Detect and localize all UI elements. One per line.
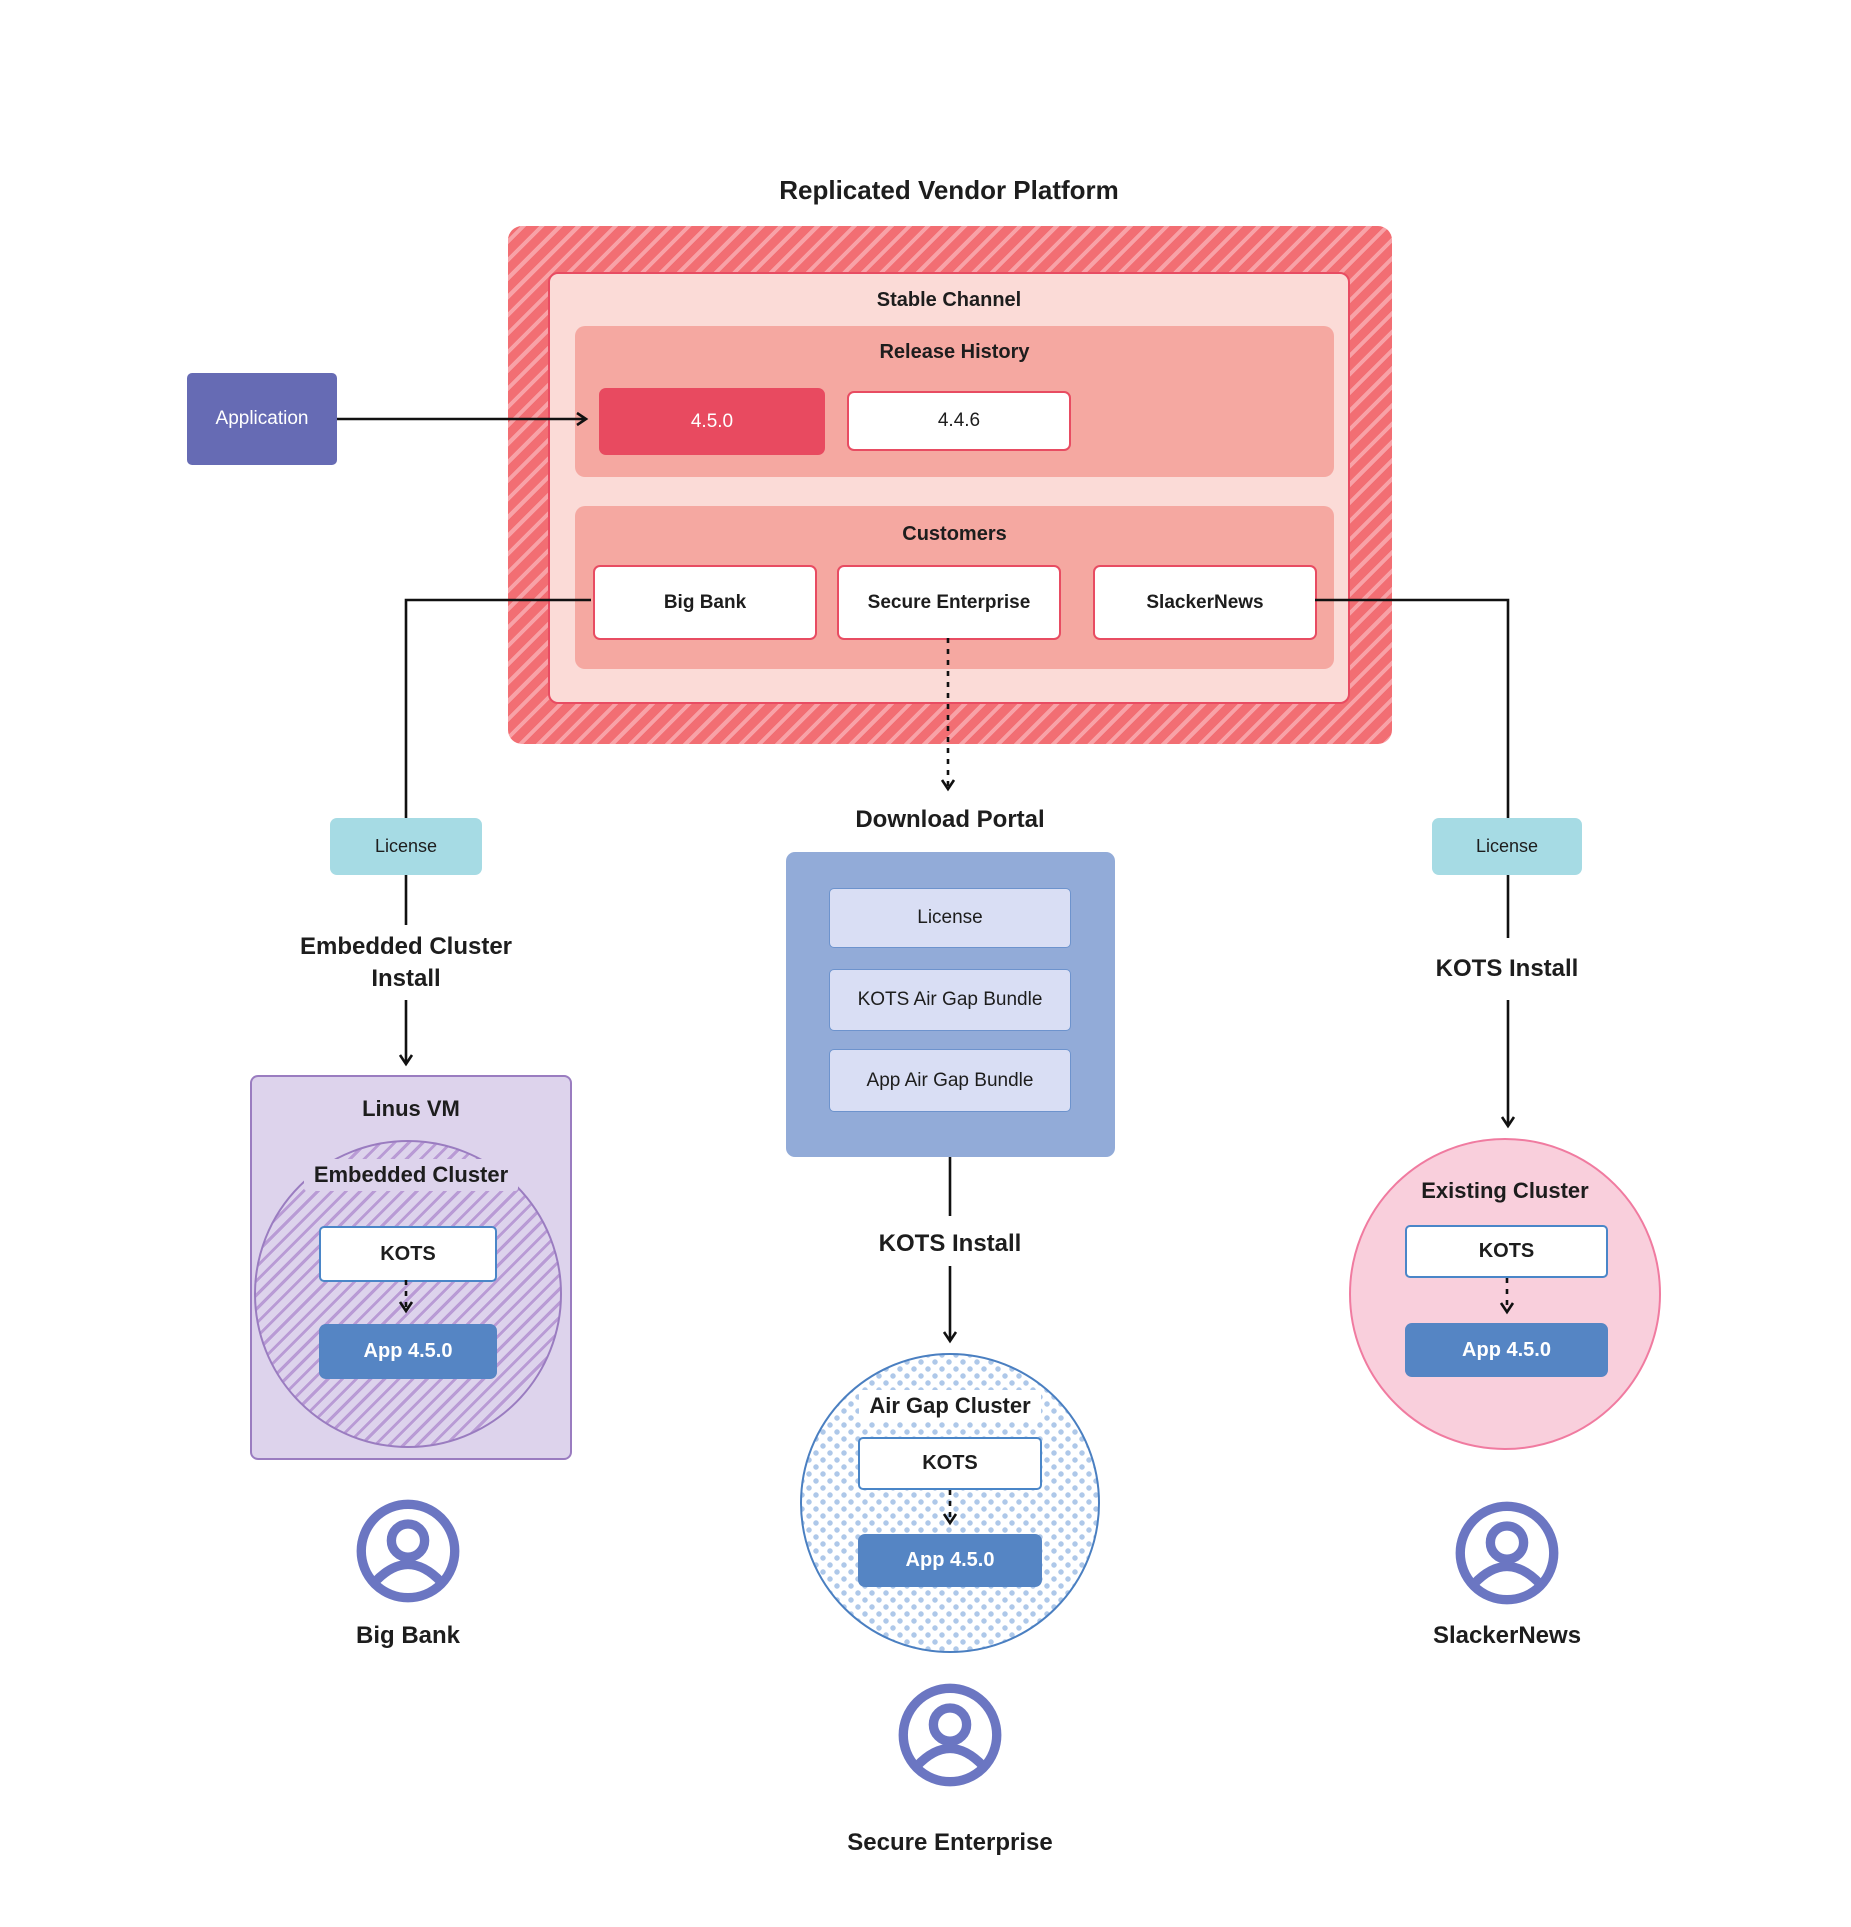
customer-big-bank: Big Bank: [593, 565, 817, 640]
embedded-cluster-label-row: Embedded Cluster: [252, 1159, 570, 1191]
embedded-cluster-label: Embedded Cluster: [303, 1159, 519, 1191]
customer-secure-enterprise: Secure Enterprise: [837, 565, 1061, 640]
embedded-cluster-circle: [254, 1140, 562, 1448]
linus-vm-label: Linus VM: [362, 1096, 460, 1121]
portal-item-kots-bundle: KOTS Air Gap Bundle: [829, 969, 1071, 1031]
kots-box-right: KOTS: [1405, 1225, 1608, 1278]
kots-box-middle: KOTS: [858, 1437, 1042, 1490]
kots-box-left: KOTS: [319, 1226, 497, 1282]
release-version-current: 4.5.0: [599, 388, 825, 455]
app-box-middle: App 4.5.0: [858, 1534, 1042, 1587]
existing-cluster-label-row: Existing Cluster: [1349, 1175, 1661, 1207]
customers-box: Customers Big Bank Secure Enterprise Sla…: [575, 506, 1334, 669]
secure-enterprise-label: Secure Enterprise: [847, 1828, 1053, 1856]
kots-install-label-right: KOTS Install: [1435, 954, 1579, 982]
user-icon-slackernews: [1453, 1499, 1561, 1607]
app-box-right: App 4.5.0: [1405, 1323, 1608, 1377]
release-version-previous: 4.4.6: [847, 391, 1071, 451]
linus-vm-box: Linus VM Embedded Cluster KOTS App 4.5.0: [250, 1075, 572, 1460]
release-history-label: Release History: [879, 340, 1030, 363]
stable-channel-label: Stable Channel: [876, 288, 1022, 311]
customers-label: Customers: [902, 522, 1007, 545]
stable-channel-box: Stable Channel Release History 4.5.0 4.4…: [548, 272, 1350, 704]
portal-item-license: License: [829, 888, 1071, 948]
license-box-left: License: [330, 818, 482, 875]
download-portal-label: Download Portal: [855, 805, 1045, 833]
existing-cluster-circle: [1349, 1138, 1661, 1450]
existing-cluster-label: Existing Cluster: [1421, 1178, 1589, 1203]
vendor-platform-container: Stable Channel Release History 4.5.0 4.4…: [508, 226, 1392, 744]
user-icon-big-bank: [354, 1497, 462, 1605]
air-gap-cluster-label-row: Air Gap Cluster: [800, 1390, 1100, 1422]
user-icon-secure-enterprise: [896, 1681, 1004, 1789]
diagram-title: Replicated Vendor Platform: [779, 174, 1119, 205]
slackernews-label: SlackerNews: [1432, 1621, 1582, 1649]
portal-item-app-bundle: App Air Gap Bundle: [829, 1049, 1071, 1112]
kots-install-label-middle: KOTS Install: [878, 1229, 1022, 1257]
download-portal-box: License KOTS Air Gap Bundle App Air Gap …: [786, 852, 1115, 1157]
application-box: Application: [187, 373, 337, 465]
big-bank-label: Big Bank: [355, 1621, 460, 1649]
license-box-right: License: [1432, 818, 1582, 875]
embedded-cluster-install-label: Embedded Cluster Install: [299, 932, 513, 992]
air-gap-cluster-label: Air Gap Cluster: [859, 1390, 1041, 1422]
customer-slackernews: SlackerNews: [1093, 565, 1317, 640]
app-box-left: App 4.5.0: [319, 1324, 497, 1379]
release-history-box: Release History 4.5.0 4.4.6: [575, 326, 1334, 477]
